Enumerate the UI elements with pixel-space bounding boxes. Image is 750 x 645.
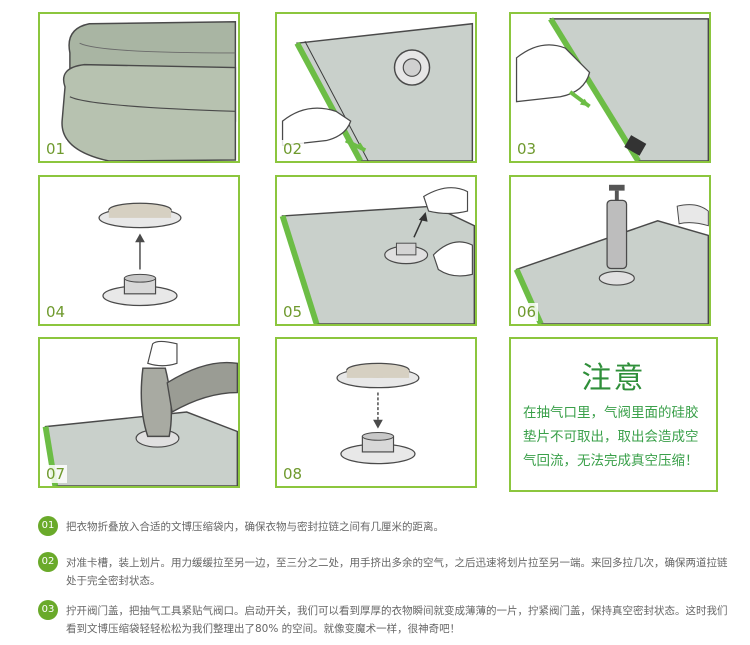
close-valve-illustration: [277, 339, 475, 486]
step-panel-05: 05: [275, 175, 477, 326]
step-panel-01: 01: [38, 12, 240, 163]
step-number: 03: [515, 140, 538, 158]
step-panel-02: 02: [275, 12, 477, 163]
step-number: 01: [44, 140, 67, 158]
step-number: 08: [281, 465, 304, 483]
vacuum-cleaner-illustration: [40, 339, 238, 486]
instruction-text: 拧开阀门盖，把抽气工具紧贴气阀口。启动开关，我们可以看到厚厚的衣物瞬间就变成薄薄…: [66, 602, 728, 638]
instruction-text: 对准卡槽，装上划片。用力缓缓拉至另一边，至三分之二处，用手挤出多余的空气，之后迅…: [66, 554, 728, 590]
step-number: 02: [281, 140, 304, 158]
notice-body: 在抽气口里，气阀里面的硅胶垫片不可取出，取出会造成空气回流，无法完成真空压缩！: [523, 401, 708, 473]
step-badge: 01: [38, 516, 58, 536]
step-number: 06: [515, 303, 538, 321]
hand-pump-illustration: [511, 177, 709, 324]
step-panel-08: 08: [275, 337, 477, 488]
step-badge: 03: [38, 600, 58, 620]
step-panel-06: 06: [509, 175, 711, 326]
instruction-text: 把衣物折叠放入合适的文博压缩袋内，确保衣物与密封拉链之间有几厘米的距离。: [66, 518, 728, 536]
valve-cap-illustration: [40, 177, 238, 324]
zipper-slider-illustration: [511, 14, 709, 161]
notice-title: 注意: [511, 353, 716, 397]
step-number: 05: [281, 303, 304, 321]
folded-clothes-illustration: [40, 14, 238, 161]
notice-box: 注意 在抽气口里，气阀里面的硅胶垫片不可取出，取出会造成空气回流，无法完成真空压…: [509, 337, 718, 492]
step-panel-07: 07: [38, 337, 240, 488]
step-number: 04: [44, 303, 67, 321]
step-badge: 02: [38, 552, 58, 572]
step-panel-03: 03: [509, 12, 711, 163]
zipper-sealing-illustration: [277, 14, 475, 161]
step-panel-04: 04: [38, 175, 240, 326]
open-valve-illustration: [277, 177, 475, 324]
step-number: 07: [44, 465, 67, 483]
